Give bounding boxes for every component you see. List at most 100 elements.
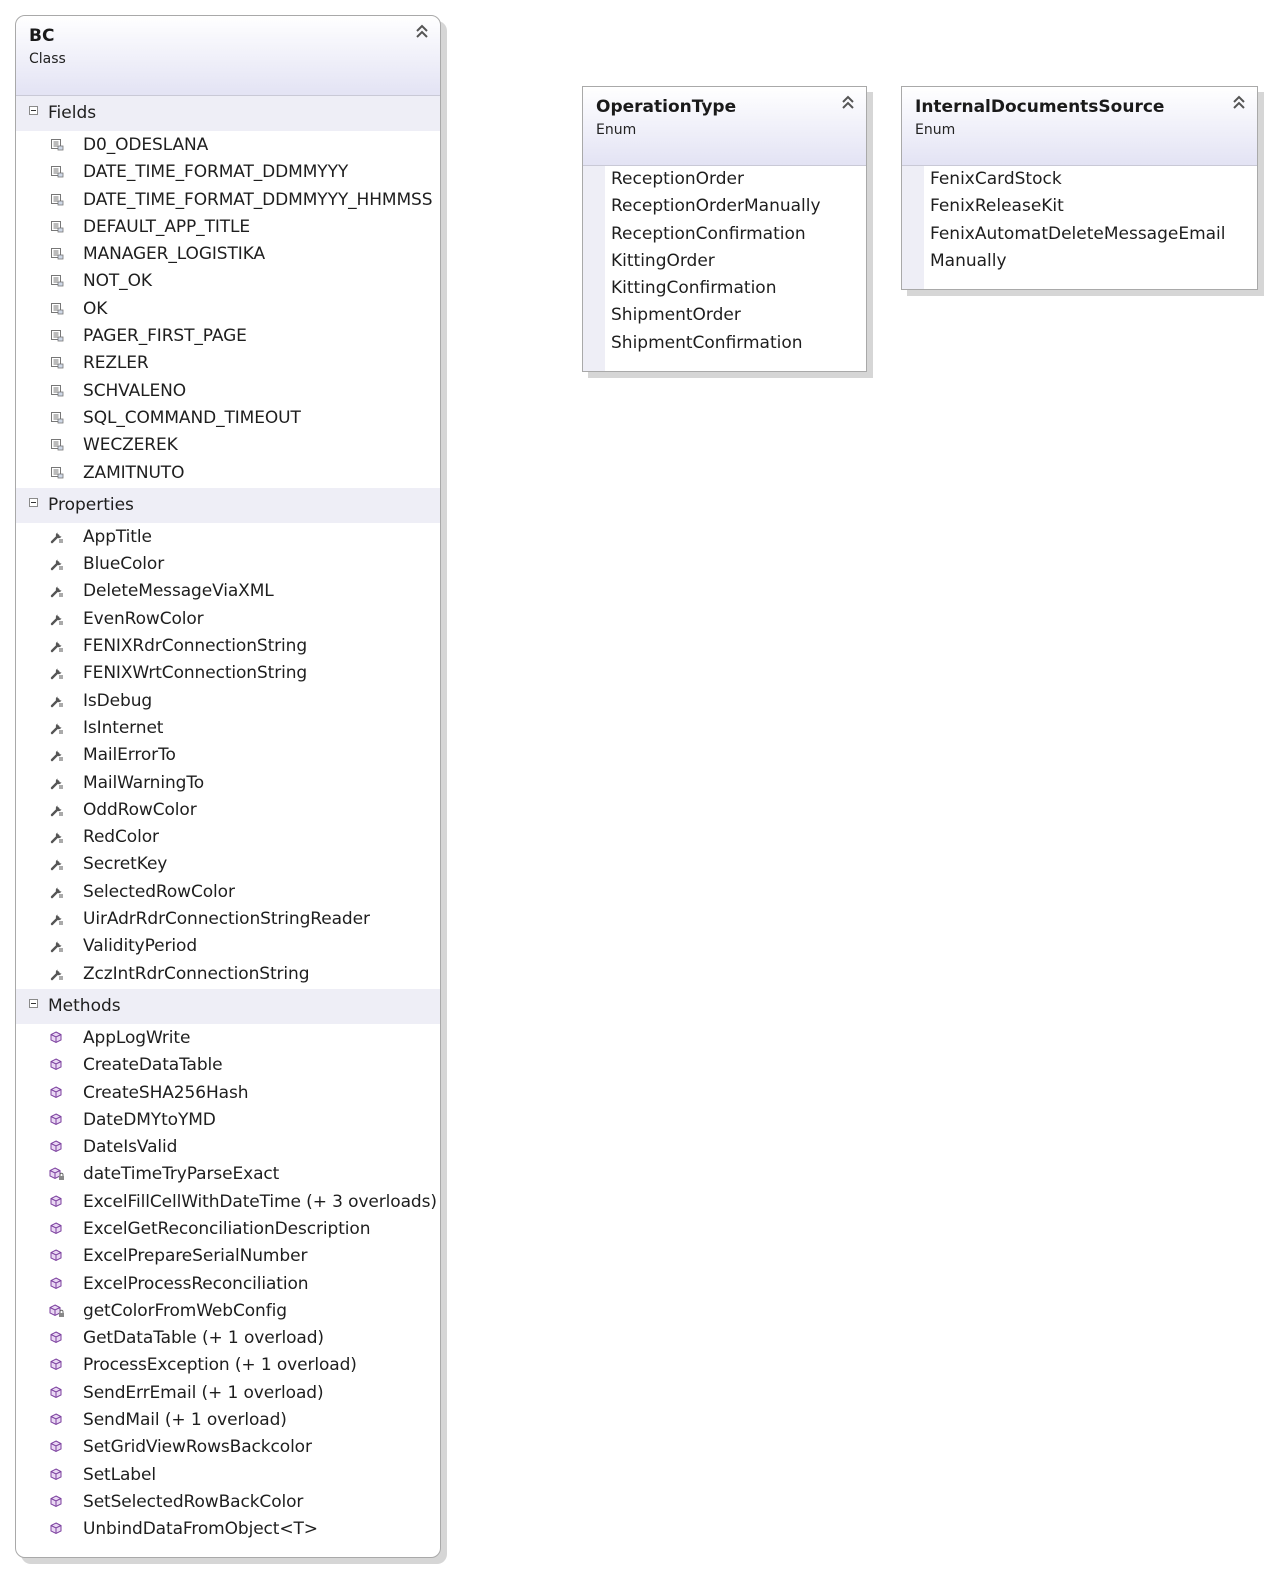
- member-row-evenrowcolor[interactable]: EvenRowColor: [16, 607, 440, 634]
- member-label: SetSelectedRowBackColor: [83, 1491, 304, 1512]
- method-cube-icon: [49, 1057, 65, 1073]
- member-label: DateDMYtoYMD: [83, 1109, 216, 1130]
- member-row-createsha256hash[interactable]: CreateSHA256Hash: [16, 1081, 440, 1108]
- method-cube-icon: [49, 1467, 65, 1483]
- enum-value-manually[interactable]: Manually: [924, 250, 1257, 277]
- enum-title: OperationType: [596, 97, 737, 117]
- private-method-lock-icon: [49, 1166, 65, 1182]
- member-label: AppTitle: [83, 526, 152, 547]
- member-label: CreateSHA256Hash: [83, 1082, 249, 1103]
- member-row-secretkey[interactable]: SecretKey: [16, 852, 440, 879]
- method-cube-icon: [49, 1194, 65, 1210]
- member-row-ok[interactable]: OK: [16, 297, 440, 324]
- member-row-uiradrrdrconnectionstringreader[interactable]: UirAdrRdrConnectionStringReader: [16, 907, 440, 934]
- member-row-apptitle[interactable]: AppTitle: [16, 525, 440, 552]
- enum-value-fenixautomatdeletemessageemail[interactable]: FenixAutomatDeleteMessageEmail: [924, 223, 1257, 250]
- enum-shape-internal-documents-source[interactable]: InternalDocumentsSource Enum FenixCardSt…: [901, 86, 1258, 290]
- class-header: BC Class: [16, 16, 440, 96]
- double-chevron-up-icon[interactable]: [414, 23, 430, 41]
- member-row-zczintrdrconnectionstring[interactable]: ZczIntRdrConnectionString: [16, 962, 440, 989]
- enum-value-shipmentorder[interactable]: ShipmentOrder: [605, 304, 866, 331]
- member-row-createdatatable[interactable]: CreateDataTable: [16, 1053, 440, 1080]
- member-row-excelprocessreconciliation[interactable]: ExcelProcessReconciliation: [16, 1272, 440, 1299]
- member-row-default-app-title[interactable]: DEFAULT_APP_TITLE: [16, 215, 440, 242]
- enum-value-receptionorder[interactable]: ReceptionOrder: [605, 168, 866, 195]
- member-row-fenixrdrconnectionstring[interactable]: FENIXRdrConnectionString: [16, 634, 440, 661]
- member-row-getdatatable-1-overload[interactable]: GetDataTable (+ 1 overload): [16, 1326, 440, 1353]
- member-row-sql-command-timeout[interactable]: SQL_COMMAND_TIMEOUT: [16, 406, 440, 433]
- member-row-mailerrorto[interactable]: MailErrorTo: [16, 743, 440, 770]
- enum-value-kittingconfirmation[interactable]: KittingConfirmation: [605, 277, 866, 304]
- section-label: Fields: [48, 103, 97, 123]
- property-wrench-icon: [49, 829, 65, 845]
- member-row-deletemessageviaxml[interactable]: DeleteMessageViaXML: [16, 579, 440, 606]
- method-cube-icon: [49, 1357, 65, 1373]
- section-header-fields[interactable]: Fields: [16, 96, 440, 131]
- member-label: MailErrorTo: [83, 745, 176, 766]
- member-row-mailwarningto[interactable]: MailWarningTo: [16, 771, 440, 798]
- member-row-validityperiod[interactable]: ValidityPeriod: [16, 934, 440, 961]
- member-row-selectedrowcolor[interactable]: SelectedRowColor: [16, 880, 440, 907]
- enum-value-fenixreleasekit[interactable]: FenixReleaseKit: [924, 195, 1257, 222]
- member-row-not-ok[interactable]: NOT_OK: [16, 269, 440, 296]
- enum-value-receptionordermanually[interactable]: ReceptionOrderManually: [605, 195, 866, 222]
- enum-value-kittingorder[interactable]: KittingOrder: [605, 250, 866, 277]
- member-row-excelfillcellwithdatetime-3-overloads[interactable]: ExcelFillCellWithDateTime (+ 3 overloads…: [16, 1190, 440, 1217]
- member-row-rezler[interactable]: REZLER: [16, 351, 440, 378]
- member-row-pager-first-page[interactable]: PAGER_FIRST_PAGE: [16, 324, 440, 351]
- member-row-excelgetreconciliationdescription[interactable]: ExcelGetReconciliationDescription: [16, 1217, 440, 1244]
- member-row-sendmail-1-overload[interactable]: SendMail (+ 1 overload): [16, 1408, 440, 1435]
- double-chevron-up-icon[interactable]: [1231, 94, 1247, 112]
- collapse-toggle-icon[interactable]: [29, 998, 38, 1008]
- member-row-setlabel[interactable]: SetLabel: [16, 1463, 440, 1490]
- member-row-datetimetryparseexact[interactable]: dateTimeTryParseExact: [16, 1162, 440, 1189]
- section-header-methods[interactable]: Methods: [16, 988, 440, 1024]
- member-row-applogwrite[interactable]: AppLogWrite: [16, 1026, 440, 1053]
- member-row-isdebug[interactable]: IsDebug: [16, 689, 440, 716]
- member-row-getcolorfromwebconfig[interactable]: getColorFromWebConfig: [16, 1299, 440, 1326]
- member-row-manager-logistika[interactable]: MANAGER_LOGISTIKA: [16, 242, 440, 269]
- member-row-processexception-1-overload[interactable]: ProcessException (+ 1 overload): [16, 1353, 440, 1380]
- member-label: WECZEREK: [83, 435, 178, 456]
- field-icon: [49, 192, 65, 208]
- member-row-fenixwrtconnectionstring[interactable]: FENIXWrtConnectionString: [16, 661, 440, 688]
- collapse-toggle-icon[interactable]: [29, 497, 38, 507]
- enum-value-shipmentconfirmation[interactable]: ShipmentConfirmation: [605, 332, 866, 359]
- member-row-setgridviewrowsbackcolor[interactable]: SetGridViewRowsBackcolor: [16, 1435, 440, 1462]
- field-icon: [49, 301, 65, 317]
- double-chevron-up-icon[interactable]: [840, 94, 856, 112]
- member-label: ExcelFillCellWithDateTime (+ 3 overloads…: [83, 1191, 437, 1212]
- member-row-bluecolor[interactable]: BlueColor: [16, 552, 440, 579]
- member-row-schvaleno[interactable]: SCHVALENO: [16, 379, 440, 406]
- member-row-zamitnuto[interactable]: ZAMITNUTO: [16, 461, 440, 488]
- member-row-dateisvalid[interactable]: DateIsValid: [16, 1135, 440, 1162]
- property-wrench-icon: [49, 966, 65, 982]
- member-row-excelprepareserialnumber[interactable]: ExcelPrepareSerialNumber: [16, 1244, 440, 1271]
- enum-value-receptionconfirmation[interactable]: ReceptionConfirmation: [605, 223, 866, 250]
- collapse-toggle-icon[interactable]: [29, 106, 38, 115]
- property-wrench-icon: [49, 911, 65, 927]
- enum-header: InternalDocumentsSource Enum: [902, 87, 1257, 166]
- member-row-isinternet[interactable]: IsInternet: [16, 716, 440, 743]
- property-wrench-icon: [49, 802, 65, 818]
- member-row-unbinddatafromobject-t[interactable]: UnbindDataFromObject<T>: [16, 1517, 440, 1544]
- member-row-senderremail-1-overload[interactable]: SendErrEmail (+ 1 overload): [16, 1381, 440, 1408]
- section-header-properties[interactable]: Properties: [16, 487, 440, 523]
- member-row-date-time-format-ddmmyyy[interactable]: DATE_TIME_FORMAT_DDMMYYY: [16, 160, 440, 187]
- member-row-oddrowcolor[interactable]: OddRowColor: [16, 798, 440, 825]
- member-row-weczerek[interactable]: WECZEREK: [16, 433, 440, 460]
- enum-value-label: FenixReleaseKit: [930, 196, 1064, 217]
- method-cube-icon: [49, 1030, 65, 1046]
- member-label: SetGridViewRowsBackcolor: [83, 1437, 312, 1458]
- member-row-setselectedrowbackcolor[interactable]: SetSelectedRowBackColor: [16, 1490, 440, 1517]
- member-row-redcolor[interactable]: RedColor: [16, 825, 440, 852]
- method-cube-icon: [49, 1385, 65, 1401]
- member-row-datedmytoymd[interactable]: DateDMYtoYMD: [16, 1108, 440, 1135]
- member-row-date-time-format-ddmmyyy-hhmmss[interactable]: DATE_TIME_FORMAT_DDMMYYY_HHMMSS: [16, 188, 440, 215]
- enum-value-fenixcardstock[interactable]: FenixCardStock: [924, 168, 1257, 195]
- property-wrench-icon: [49, 884, 65, 900]
- member-row-d0-odeslana[interactable]: D0_ODESLANA: [16, 133, 440, 160]
